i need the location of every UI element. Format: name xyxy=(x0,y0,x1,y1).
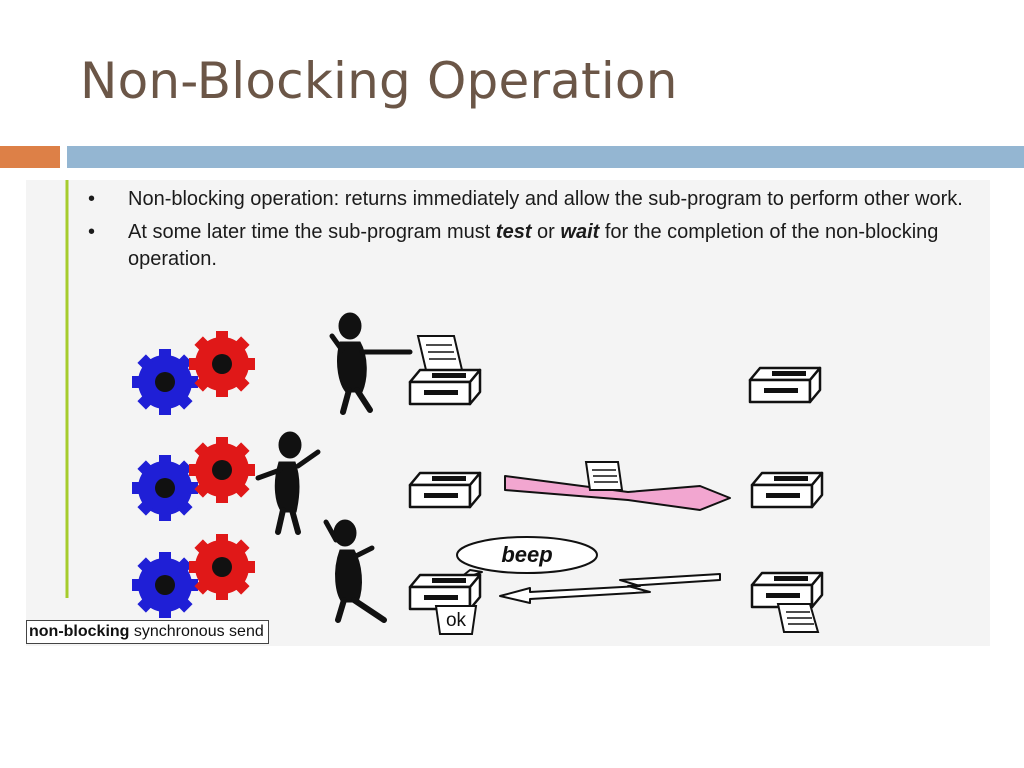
bullet-marker: • xyxy=(88,188,96,210)
bullet-list: • Non-blocking operation: returns immedi… xyxy=(88,186,988,279)
person-icon xyxy=(329,312,413,415)
bullet-emphasis-wait: wait xyxy=(560,221,600,243)
bullet-marker: • xyxy=(88,221,96,243)
caption-rest: synchronous send xyxy=(129,623,264,640)
fax-machine-icon xyxy=(748,366,822,404)
header-band-orange xyxy=(0,146,60,168)
bullet-text-end: for the completion of the non-blocking o… xyxy=(128,221,939,270)
person-icon xyxy=(255,431,321,535)
slide-title: Non-Blocking Operation xyxy=(80,52,678,110)
fax-machine-icon xyxy=(750,571,824,633)
caption-bold: non-blocking xyxy=(29,623,130,640)
beep-label: beep xyxy=(501,542,552,567)
person-icon xyxy=(323,519,387,623)
bullet-text-start: At some later time the sub-program must xyxy=(128,221,496,243)
bullet-text-middle: or xyxy=(531,221,561,243)
bullet-text: Non-blocking operation: returns immediat… xyxy=(128,188,963,210)
acknowledge-arrow xyxy=(499,573,721,604)
speech-bubble: beep xyxy=(454,536,598,583)
fax-machine-icon: ok xyxy=(408,573,482,635)
fax-machine-icon xyxy=(750,471,824,509)
ok-label: ok xyxy=(446,610,467,631)
gear-icon xyxy=(132,331,255,415)
bullet-item: • At some later time the sub-program mus… xyxy=(88,219,988,273)
gear-icon xyxy=(132,534,255,618)
gear-icon xyxy=(132,437,255,521)
send-arrow xyxy=(504,461,731,511)
fax-machine-icon xyxy=(408,471,482,509)
header-band-blue xyxy=(67,146,1024,168)
fax-machine-icon xyxy=(408,335,482,406)
bullet-item: • Non-blocking operation: returns immedi… xyxy=(88,186,988,213)
bullet-emphasis-test: test xyxy=(495,221,532,243)
diagram-caption: non-blocking synchronous send xyxy=(26,620,269,644)
